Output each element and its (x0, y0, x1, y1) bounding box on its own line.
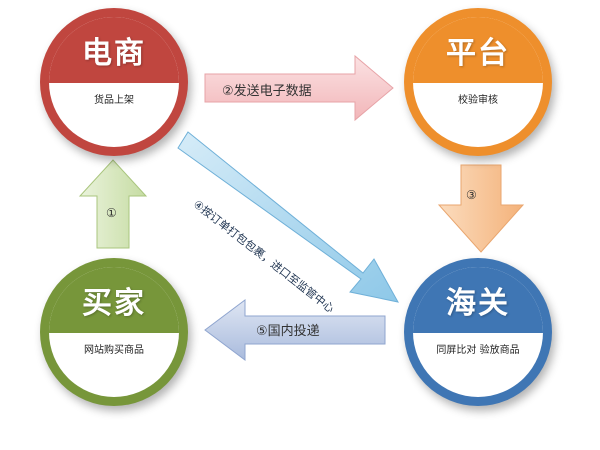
arrow-domestic-delivery-label: ⑤国内投递 (256, 324, 320, 339)
arrow-send-data-label: ②发送电子数据 (222, 84, 312, 99)
arrow-buy (78, 159, 148, 249)
node-customs: 海关 同屏比对 验放商品 (404, 258, 552, 406)
node-buyer-subtitle: 网站购买商品 (84, 345, 144, 356)
node-buyer-title: 买家 (49, 267, 179, 333)
node-buyer: 买家 网站购买商品 (40, 258, 188, 406)
node-customs-subtitle: 同屏比对 验放商品 (436, 345, 520, 356)
arrow-domestic-delivery (204, 299, 386, 361)
arrow-pack-import (177, 131, 399, 303)
arrow-verify-label: ③ (466, 188, 477, 202)
node-ecommerce: 电商 货品上架 (40, 8, 188, 156)
node-platform-subtitle: 校验审核 (458, 95, 498, 106)
node-platform: 平台 校验审核 (404, 8, 552, 156)
node-ecommerce-title: 电商 (49, 17, 179, 83)
node-ecommerce-subtitle: 货品上架 (94, 95, 134, 106)
node-customs-title: 海关 (413, 267, 543, 333)
arrow-send-data (204, 54, 394, 122)
arrow-buy-label: ① (106, 206, 117, 220)
node-platform-title: 平台 (413, 17, 543, 83)
arrow-verify (437, 164, 525, 253)
